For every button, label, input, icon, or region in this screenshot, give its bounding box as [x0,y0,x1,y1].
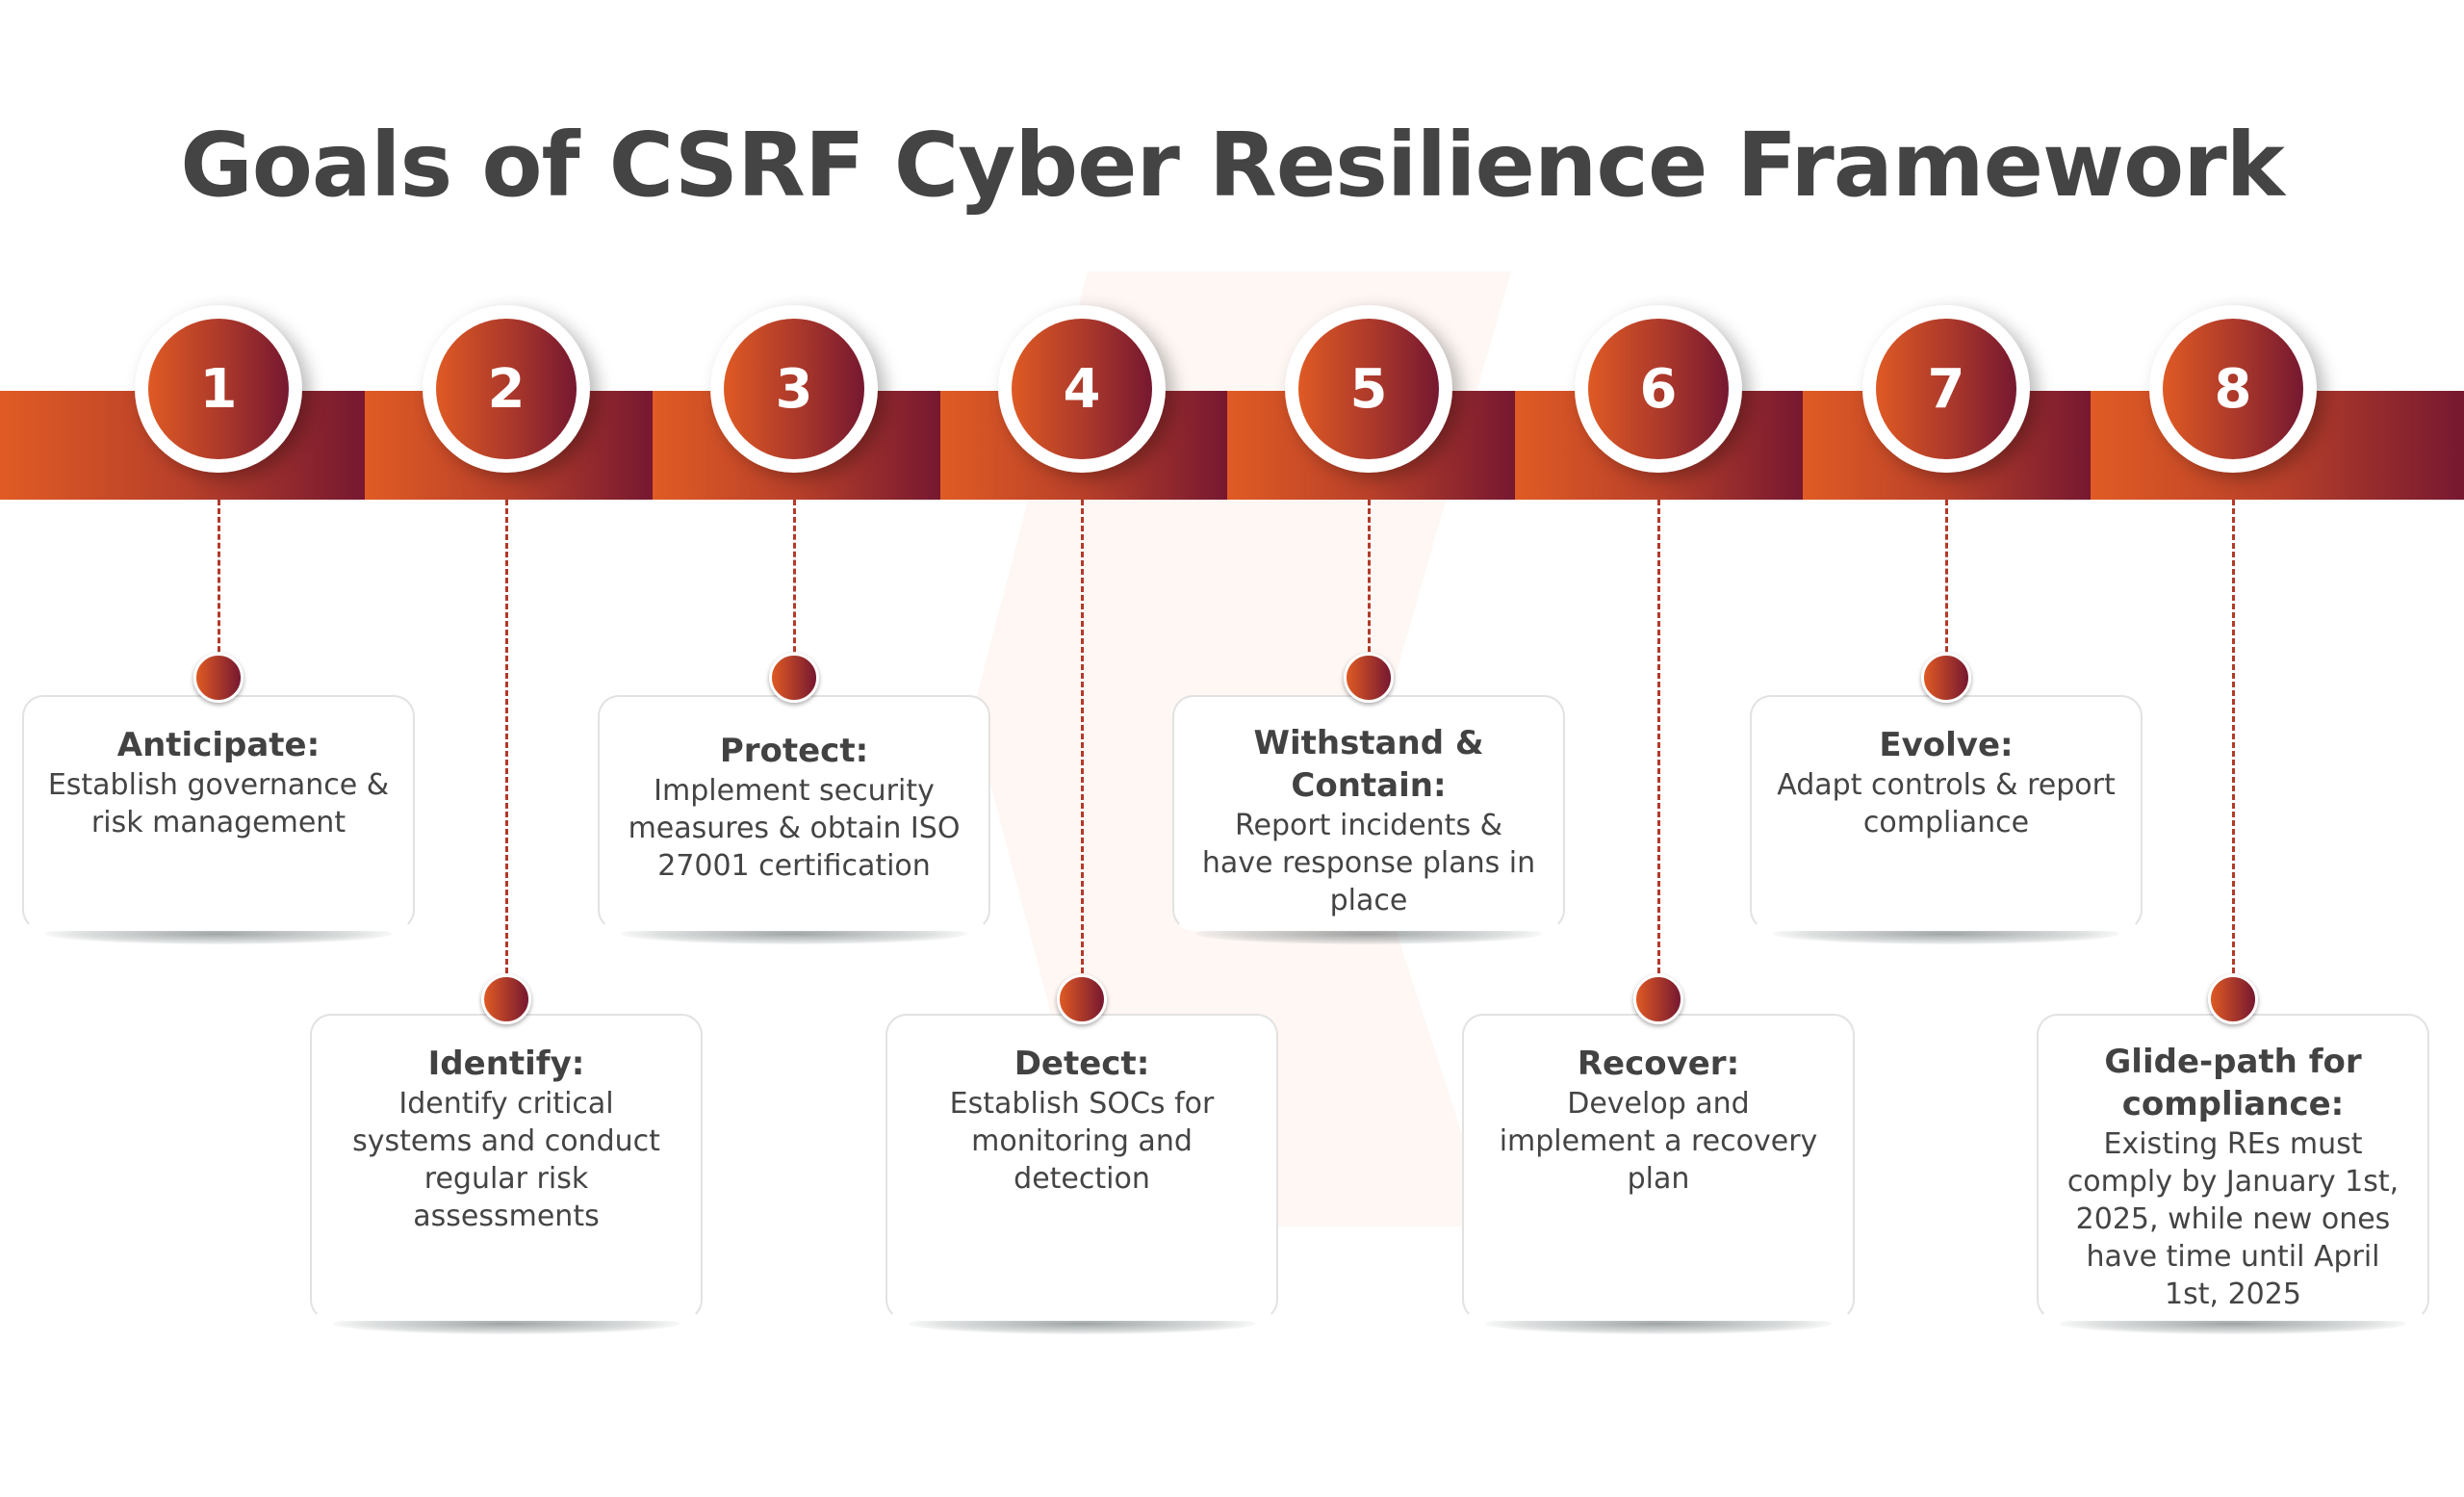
connector-dot [1057,974,1107,1024]
step-number-badge: 2 [423,305,590,473]
connector-dot [193,653,244,703]
goal-card: Detect: Establish SOCs for monitoring and… [886,1014,1278,1321]
connector-dot [2208,974,2258,1024]
dashed-connector [505,500,508,999]
goal-description: Report incidents & have response plans i… [1201,809,1536,917]
goal-card: Recover: Develop and implement a recovery… [1462,1014,1855,1321]
step-number: 3 [724,319,864,459]
goal-heading: Detect: [1014,1045,1150,1083]
dashed-connector [1657,500,1660,999]
step-number-badge: 5 [1285,305,1452,473]
goal-card: Evolve: Adapt controls & report complianc… [1750,695,2143,931]
step-number: 8 [2163,319,2303,459]
connector-dot [1344,653,1394,703]
goal-card: Glide-path for compliance:Existing REs m… [2037,1014,2429,1321]
goal-description: Develop and implement a recovery plan [1499,1087,1818,1196]
goal-card: Identify: Identify critical systems and c… [310,1014,703,1321]
step-number-badge: 4 [998,305,1166,473]
goal-description: Identify critical systems and conduct re… [352,1087,660,1233]
connector-dot [769,653,819,703]
goal-card: Anticipate: Establish governance & risk m… [22,695,415,931]
goal-heading: Recover: [1577,1045,1740,1083]
step-number: 1 [148,319,289,459]
connector-dot [1633,974,1683,1024]
connector-dot [1921,653,1971,703]
goal-description: Adapt controls & report compliance [1777,768,2116,839]
connector-dot [481,974,531,1024]
goal-heading: Protect: [719,732,869,770]
goal-description: Establish SOCs for monitoring and detect… [949,1087,1215,1196]
goal-card: Withstand & Contain:Report incidents & h… [1172,695,1565,931]
goal-card: Protect: Implement security measures & ob… [598,695,990,931]
goal-heading: Withstand & Contain: [1253,724,1484,805]
goal-heading: Glide-path for compliance: [2104,1043,2362,1123]
dashed-connector [793,500,796,678]
step-number-badge: 6 [1575,305,1742,473]
step-number: 7 [1876,319,2016,459]
goal-heading: Evolve: [1879,726,2014,764]
goal-heading: Anticipate: [116,726,321,764]
dashed-connector [1945,500,1948,678]
step-number-badge: 3 [710,305,878,473]
dashed-connector [218,500,220,678]
dashed-connector [2232,500,2235,999]
step-number: 2 [436,319,577,459]
step-number-badge: 1 [135,305,302,473]
step-number-badge: 7 [1862,305,2030,473]
goal-heading: Identify: [427,1045,585,1083]
goal-description: Establish governance & risk management [47,768,390,839]
page-title: Goals of CSRF Cyber Resilience Framework [180,114,2285,217]
goal-description: Existing REs must comply by January 1st,… [2066,1127,2400,1311]
step-number: 4 [1012,319,1152,459]
goal-description: Implement security measures & obtain ISO… [628,774,961,883]
step-number-badge: 8 [2149,305,2317,473]
step-number: 6 [1588,319,1729,459]
dashed-connector [1081,500,1084,999]
step-number: 5 [1298,319,1439,459]
dashed-connector [1368,500,1371,678]
